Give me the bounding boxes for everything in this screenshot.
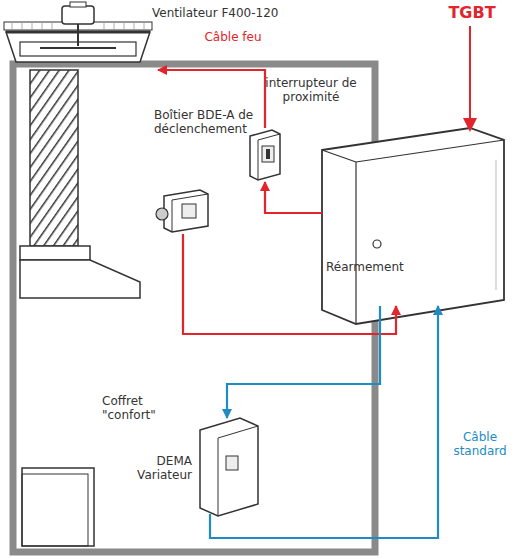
node-text: Coffret "confort" xyxy=(102,394,196,422)
control-cabinet xyxy=(322,128,504,324)
free-label: TGBT xyxy=(432,4,512,22)
node-text: Ventilateur F400-120 xyxy=(152,6,322,20)
cable-label: Câble feu xyxy=(200,30,266,44)
extraction-duct xyxy=(20,70,140,298)
diagram-node: Coffret "confort"DEMA Variateur xyxy=(198,418,260,518)
trigger-box xyxy=(156,190,208,232)
cooking-appliance xyxy=(22,468,94,546)
diagram-node: interrupteur de proximité xyxy=(248,128,282,182)
standard-cable xyxy=(210,306,438,538)
roof-fan xyxy=(4,2,152,62)
proximity-switch xyxy=(250,130,280,180)
node-text: Réarmement xyxy=(326,260,436,274)
node-text: Boîtier BDE-A de déclenchement xyxy=(154,108,284,136)
comfort-box xyxy=(200,418,258,516)
fire-cable xyxy=(183,234,396,334)
diagram-node: Réarmement xyxy=(320,126,506,306)
standard-cable xyxy=(227,306,380,418)
diagram-node: Boîtier BDE-A de déclenchement xyxy=(156,188,210,234)
node-text: DEMA Variateur xyxy=(100,454,192,482)
power-feed-line xyxy=(469,26,471,122)
diagram-node: Ventilateur F400-120 xyxy=(2,2,158,72)
node-text: interrupteur de proximité xyxy=(252,76,370,104)
cable-label: Câble standard xyxy=(440,430,520,458)
power-feed-arrowhead xyxy=(463,118,477,132)
fire-cable xyxy=(265,182,322,213)
building-outline xyxy=(13,64,375,552)
